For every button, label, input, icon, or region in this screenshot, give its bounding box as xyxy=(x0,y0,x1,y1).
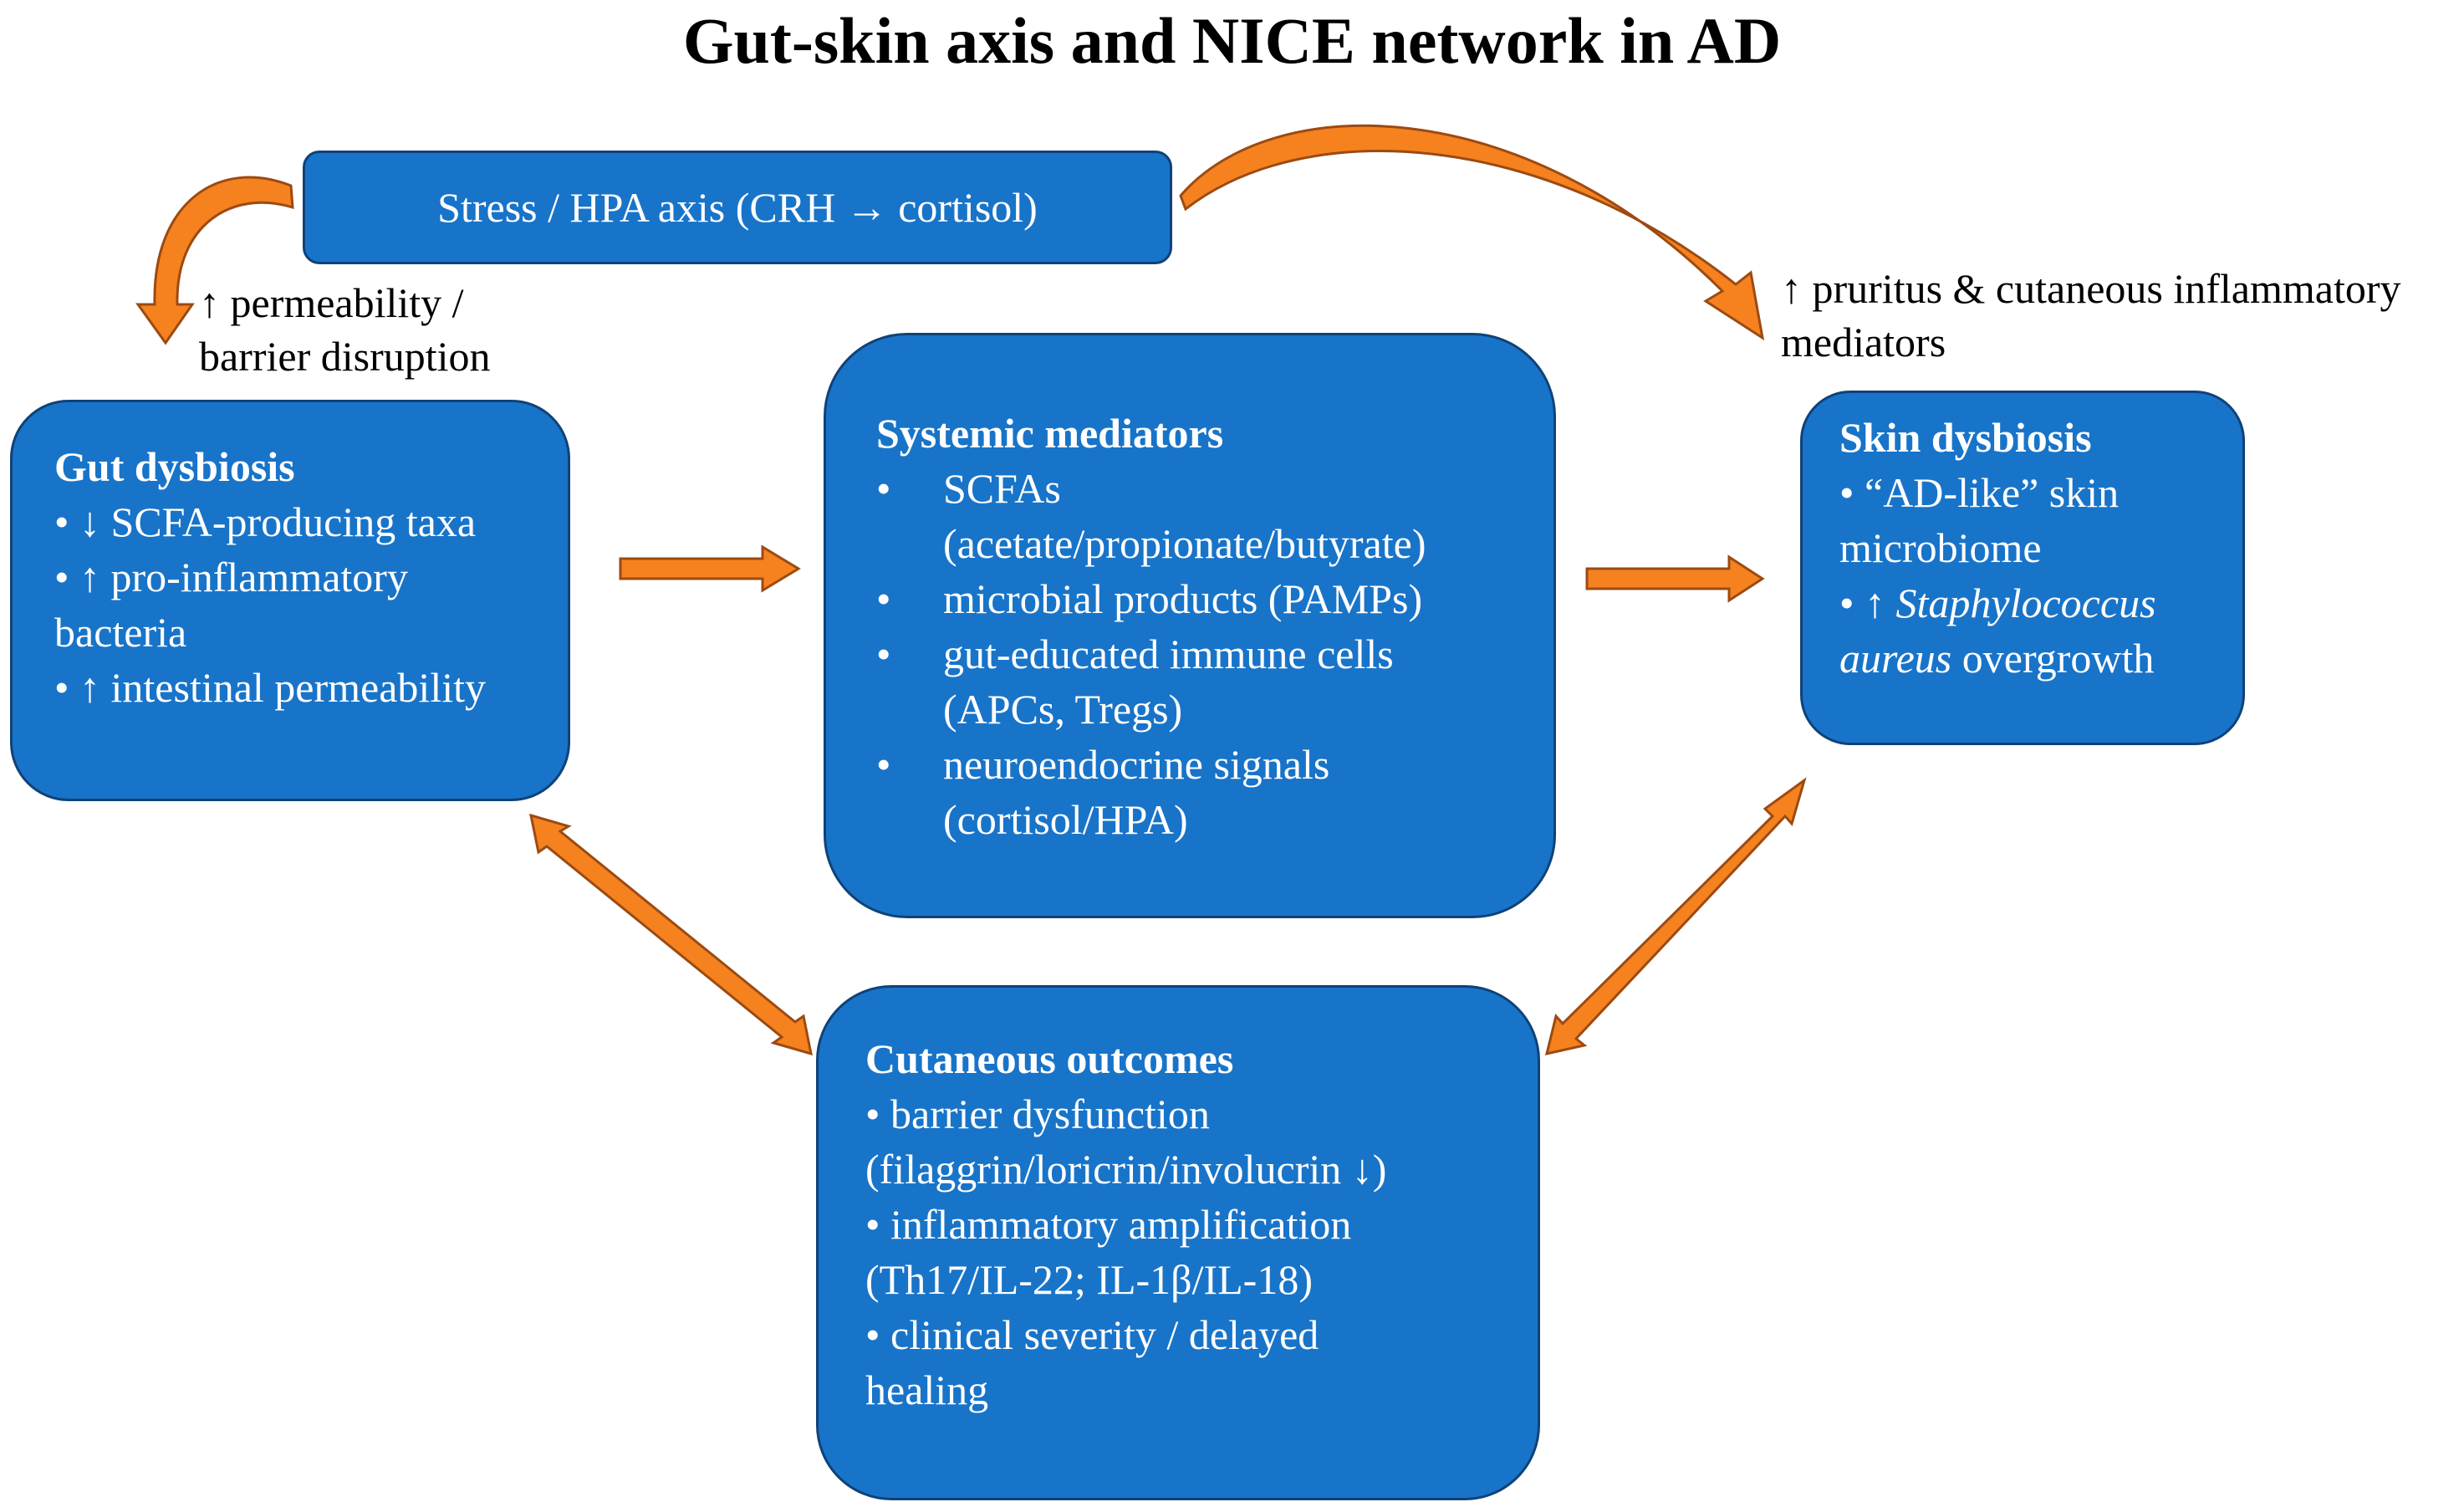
cutaneous-outcomes-heading: Cutaneous outcomes xyxy=(865,1035,1234,1082)
cutaneous-line-4: (Th17/IL-22; IL-1β/IL-18) xyxy=(865,1256,1313,1303)
list-item: • microbial products (PAMPs) xyxy=(876,571,1553,626)
skin-dysbiosis-box: Skin dysbiosis • “AD-like” skin microbio… xyxy=(1800,391,2245,745)
bullet: • xyxy=(876,631,891,677)
gut-dysbiosis-box: Gut dysbiosis • ↓ SCFA-producing taxa • … xyxy=(10,400,570,801)
arrow-gut-to-systemic xyxy=(619,544,801,593)
systemic-item-line: (APCs, Tregs) xyxy=(943,686,1183,733)
stress-hpa-label: Stress / HPA axis (CRH → cortisol) xyxy=(437,184,1038,231)
skin-line-4: aureus overgrowth xyxy=(1839,631,2242,686)
double-arrow-cutaneous-skin xyxy=(1544,777,1807,1055)
systemic-item-line: (acetate/propionate/butyrate) xyxy=(943,520,1426,567)
systemic-item-line: microbial products (PAMPs) xyxy=(943,575,1423,622)
systemic-mediators-box: Systemic mediators • SCFAs (acetate/prop… xyxy=(824,333,1556,918)
skin-line-3: • ↑ Staphylococcus xyxy=(1839,575,2242,631)
permeability-line-1: ↑ permeability / xyxy=(199,279,464,326)
list-item: • neuroendocrine signals (cortisol/HPA) xyxy=(876,737,1553,847)
cutaneous-line-1: • barrier dysfunction xyxy=(865,1091,1210,1137)
cutaneous-line-3: • inflammatory amplification xyxy=(865,1201,1352,1248)
list-item: • SCFAs (acetate/propionate/butyrate) xyxy=(876,461,1553,571)
arrow-systemic-to-skin xyxy=(1585,554,1765,603)
bullet: • xyxy=(876,575,891,622)
skin-line-4-suffix: overgrowth xyxy=(1951,635,2155,682)
permeability-annotation: ↑ permeability / barrier disruption xyxy=(199,276,491,383)
stress-hpa-box: Stress / HPA axis (CRH → cortisol) xyxy=(303,151,1172,264)
diagram-title: Gut-skin axis and NICE network in AD xyxy=(682,4,1782,77)
gut-line-1: • ↓ SCFA-producing taxa xyxy=(54,498,477,545)
cutaneous-line-6: healing xyxy=(865,1367,989,1413)
pruritus-annotation: ↑ pruritus & cutaneous inflammatory medi… xyxy=(1781,262,2401,369)
gut-line-2: • ↑ pro-inflammatory xyxy=(54,554,408,600)
bullet: • xyxy=(876,465,891,512)
systemic-item-line: SCFAs xyxy=(943,465,1061,512)
list-item: • gut-educated immune cells (APCs, Tregs… xyxy=(876,626,1553,737)
skin-dysbiosis-heading: Skin dysbiosis xyxy=(1839,414,2092,461)
pruritus-line-1: ↑ pruritus & cutaneous inflammatory xyxy=(1781,265,2401,312)
skin-line-3-prefix: • ↑ xyxy=(1839,580,1896,626)
gut-line-3: bacteria xyxy=(54,609,187,656)
systemic-mediators-list: • SCFAs (acetate/propionate/butyrate) • … xyxy=(876,461,1553,847)
cutaneous-line-5: • clinical severity / delayed xyxy=(865,1311,1319,1358)
skin-line-1: • “AD-like” skin xyxy=(1839,469,2120,516)
pruritus-line-2: mediators xyxy=(1781,319,1946,365)
gut-dysbiosis-heading: Gut dysbiosis xyxy=(54,443,295,490)
systemic-item-line: neuroendocrine signals xyxy=(943,741,1330,788)
staphylococcus-label: Staphylococcus xyxy=(1895,580,2156,626)
bullet: • xyxy=(876,741,891,788)
cutaneous-line-2: (filaggrin/loricrin/involucrin ↓) xyxy=(865,1146,1387,1193)
curved-arrow-stress-to-skin xyxy=(1179,124,1765,341)
gut-line-4: • ↑ intestinal permeability xyxy=(54,664,486,711)
cutaneous-outcomes-box: Cutaneous outcomes • barrier dysfunction… xyxy=(816,985,1540,1500)
curved-arrow-stress-to-gut xyxy=(135,176,294,345)
permeability-line-2: barrier disruption xyxy=(199,333,491,380)
aureus-label: aureus xyxy=(1839,635,1952,682)
skin-line-2: microbiome xyxy=(1839,524,2042,571)
systemic-item-line: (cortisol/HPA) xyxy=(943,796,1188,843)
double-arrow-gut-cutaneous xyxy=(529,813,813,1056)
systemic-mediators-heading: Systemic mediators xyxy=(876,410,1224,457)
systemic-item-line: gut-educated immune cells xyxy=(943,631,1394,677)
